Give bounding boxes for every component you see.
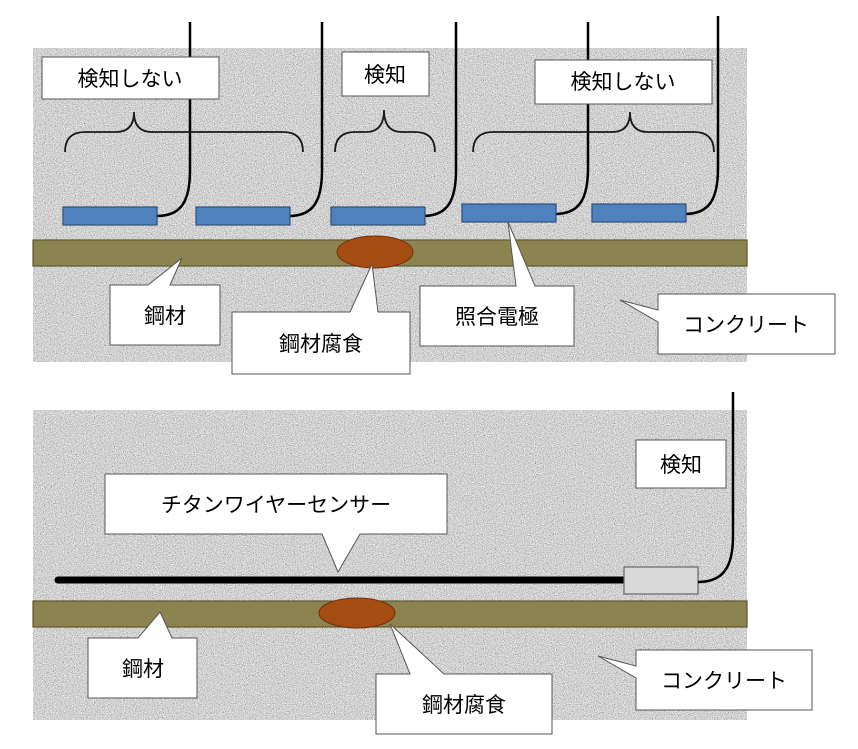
callout-corrosion-bottom: 鋼材腐食 [375,623,553,735]
top-braces [64,109,715,153]
electrode-3 [330,206,426,226]
brace-not-detect-left [64,111,304,153]
label-electrode: 照合電極 [455,305,539,329]
brace-label-3-box: 検知しない [534,59,713,105]
label-corrosion-top: 鋼材腐食 [279,332,363,356]
label-sensor: チタンワイヤーセンサー [161,493,391,517]
label-steel-top: 鋼材 [144,304,186,328]
callout-concrete-top: コンクリート [619,293,836,355]
top-lead-wires [156,16,720,218]
bottom-corrosion-spot [318,597,396,629]
electrode-5 [591,203,687,223]
reference-electrodes [62,203,687,226]
label-detect-bottom: 検知 [660,453,702,477]
sensor-terminal [623,566,699,595]
brace-label-1-box: 検知しない [41,56,220,100]
brace-label-detect: 検知 [364,63,406,87]
callout-steel-bottom: 鋼材 [87,611,198,699]
label-concrete-bottom: コンクリート [661,669,787,693]
brace-label-2-box: 検知 [341,51,430,97]
callout-concrete-bottom: コンクリート [597,649,813,711]
callout-steel-top: 鋼材 [109,257,221,346]
lead-wire-1 [156,22,192,218]
lead-wire-5 [684,16,720,216]
label-corrosion-bottom: 鋼材腐食 [422,693,506,717]
lead-wire-2 [288,22,324,218]
electrode-1 [62,206,158,226]
label-steel-bottom: 鋼材 [122,657,164,681]
bottom-lead-wire [697,392,735,584]
brace-not-detect-right [472,111,715,153]
lead-wire-4 [554,22,590,216]
top-corrosion-spot [336,235,414,269]
callout-electrode: 照合電極 [419,221,575,347]
lead-wire-3 [422,22,458,218]
electrode-2 [195,206,291,226]
brace-label-not-detect-left: 検知しない [78,67,183,91]
top-panel: 検知しない 検知 検知しない 鋼材 鋼材腐食 照合電極 コンクリート [32,16,836,375]
electrode-4 [461,203,557,223]
brace-label-not-detect-right: 検知しない [571,70,676,94]
brace-detect [334,109,436,153]
callout-corrosion-top: 鋼材腐食 [231,262,411,375]
label-concrete-top: コンクリート [683,313,809,337]
bottom-panel: 検知 チタンワイヤーセンサー 鋼材 鋼材腐食 コンクリート [32,392,813,735]
callout-detect-bottom: 検知 [635,439,727,489]
callout-sensor: チタンワイヤーセンサー [104,473,448,574]
